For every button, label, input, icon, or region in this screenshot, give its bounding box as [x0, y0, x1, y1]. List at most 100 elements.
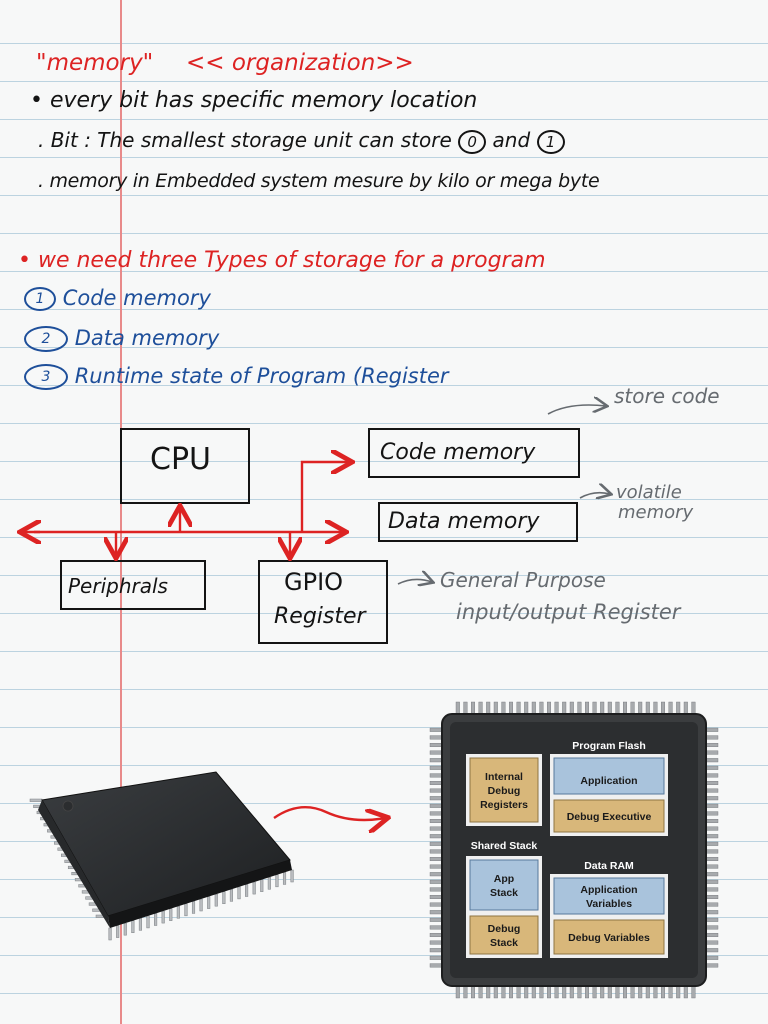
package-pin — [493, 985, 498, 999]
application-label: Application — [580, 775, 637, 787]
package-pin — [705, 773, 719, 778]
package-pin — [705, 902, 719, 907]
chip-pin — [176, 906, 180, 919]
package-pin — [660, 701, 665, 715]
package-pin — [539, 701, 544, 715]
package-pin — [429, 773, 443, 778]
package-pin — [705, 826, 719, 831]
package-pin — [705, 796, 719, 801]
package-pin — [429, 780, 443, 785]
chip-pin — [282, 872, 287, 885]
app-stack-line2: Stack — [490, 887, 518, 899]
package-pin — [486, 985, 491, 999]
package-pin — [429, 826, 443, 831]
package-pin — [705, 803, 719, 808]
package-pin — [569, 985, 574, 999]
chip-pin — [131, 920, 135, 933]
package-pin — [455, 701, 460, 715]
package-pin — [429, 758, 443, 763]
package-pin — [562, 985, 567, 999]
type-label-1: Code memory — [62, 286, 211, 310]
package-pin — [429, 743, 443, 748]
package-pin — [705, 834, 719, 839]
note-volatile: volatile — [616, 482, 682, 503]
package-pin — [705, 818, 719, 823]
chip-pin — [207, 896, 211, 909]
chip-pin — [237, 886, 241, 900]
package-pin — [705, 735, 719, 740]
package-pin — [584, 985, 589, 999]
package-pin — [592, 701, 597, 715]
package-pin — [584, 701, 589, 715]
package-pin — [607, 701, 612, 715]
chip-pin — [169, 908, 173, 921]
package-pin — [600, 985, 605, 999]
package-pin — [493, 701, 498, 715]
code-memory-label: Code memory — [380, 440, 536, 465]
code-memory-box: Code memory — [368, 428, 580, 478]
shared-stack-label: Shared Stack — [471, 840, 538, 852]
package-pin — [429, 735, 443, 740]
package-pin — [429, 750, 443, 755]
chip-pin — [123, 922, 127, 936]
package-pin — [705, 932, 719, 937]
chip-pin — [29, 798, 43, 802]
debug-variables-label: Debug Variables — [568, 932, 650, 944]
package-pin — [429, 788, 443, 793]
package-pin — [668, 701, 673, 715]
type-number-1: 1 — [24, 287, 56, 311]
package-pin — [653, 701, 658, 715]
gpio-register-box: GPIO Register — [258, 560, 388, 644]
package-pin — [429, 925, 443, 930]
package-pin — [653, 985, 658, 999]
package-pin — [615, 701, 620, 715]
application-variables-line1: Application — [580, 884, 637, 896]
title-organization: << organization>> — [186, 50, 414, 76]
package-pin — [622, 985, 627, 999]
package-pin — [429, 803, 443, 808]
package-pin — [501, 985, 506, 999]
package-pin — [471, 701, 476, 715]
chip-pin — [214, 893, 218, 907]
package-pin — [705, 780, 719, 785]
chip-pin — [252, 881, 256, 895]
package-pin — [645, 985, 650, 999]
circled-zero: 0 — [458, 130, 487, 154]
package-pin — [429, 955, 443, 960]
type-number-2: 2 — [24, 326, 68, 352]
package-pin — [705, 788, 719, 793]
package-pin — [524, 701, 529, 715]
package-pin — [429, 849, 443, 854]
package-pin — [705, 727, 719, 732]
chip-pin — [138, 918, 142, 931]
package-pin — [539, 985, 544, 999]
package-pin — [630, 985, 635, 999]
package-pin — [622, 701, 627, 715]
package-pin — [615, 985, 620, 999]
package-pin — [429, 856, 443, 861]
package-pin — [600, 701, 605, 715]
chip-pin — [184, 903, 188, 917]
chip-pin — [108, 927, 112, 941]
chip-pin — [260, 879, 264, 892]
store-code-arrow — [547, 405, 606, 415]
program-flash-label: Program Flash — [572, 740, 646, 752]
package-pin — [691, 985, 696, 999]
chip-pin — [154, 913, 158, 926]
package-pin — [705, 925, 719, 930]
debug-stack-line2: Stack — [490, 937, 518, 949]
package-pin — [577, 701, 582, 715]
app-stack-line1: App — [494, 873, 514, 885]
package-pin — [554, 701, 559, 715]
package-pin — [705, 743, 719, 748]
package-pin — [638, 701, 643, 715]
chip-pin — [161, 910, 165, 924]
package-pin — [429, 963, 443, 968]
note-bullet-3: . memory in Embedded system mesure by ki… — [38, 170, 600, 192]
package-pin — [429, 894, 443, 899]
package-pin — [429, 932, 443, 937]
package-pin — [546, 701, 551, 715]
debug-stack-line1: Debug — [488, 923, 521, 935]
package-pin — [429, 872, 443, 877]
package-pin — [705, 963, 719, 968]
